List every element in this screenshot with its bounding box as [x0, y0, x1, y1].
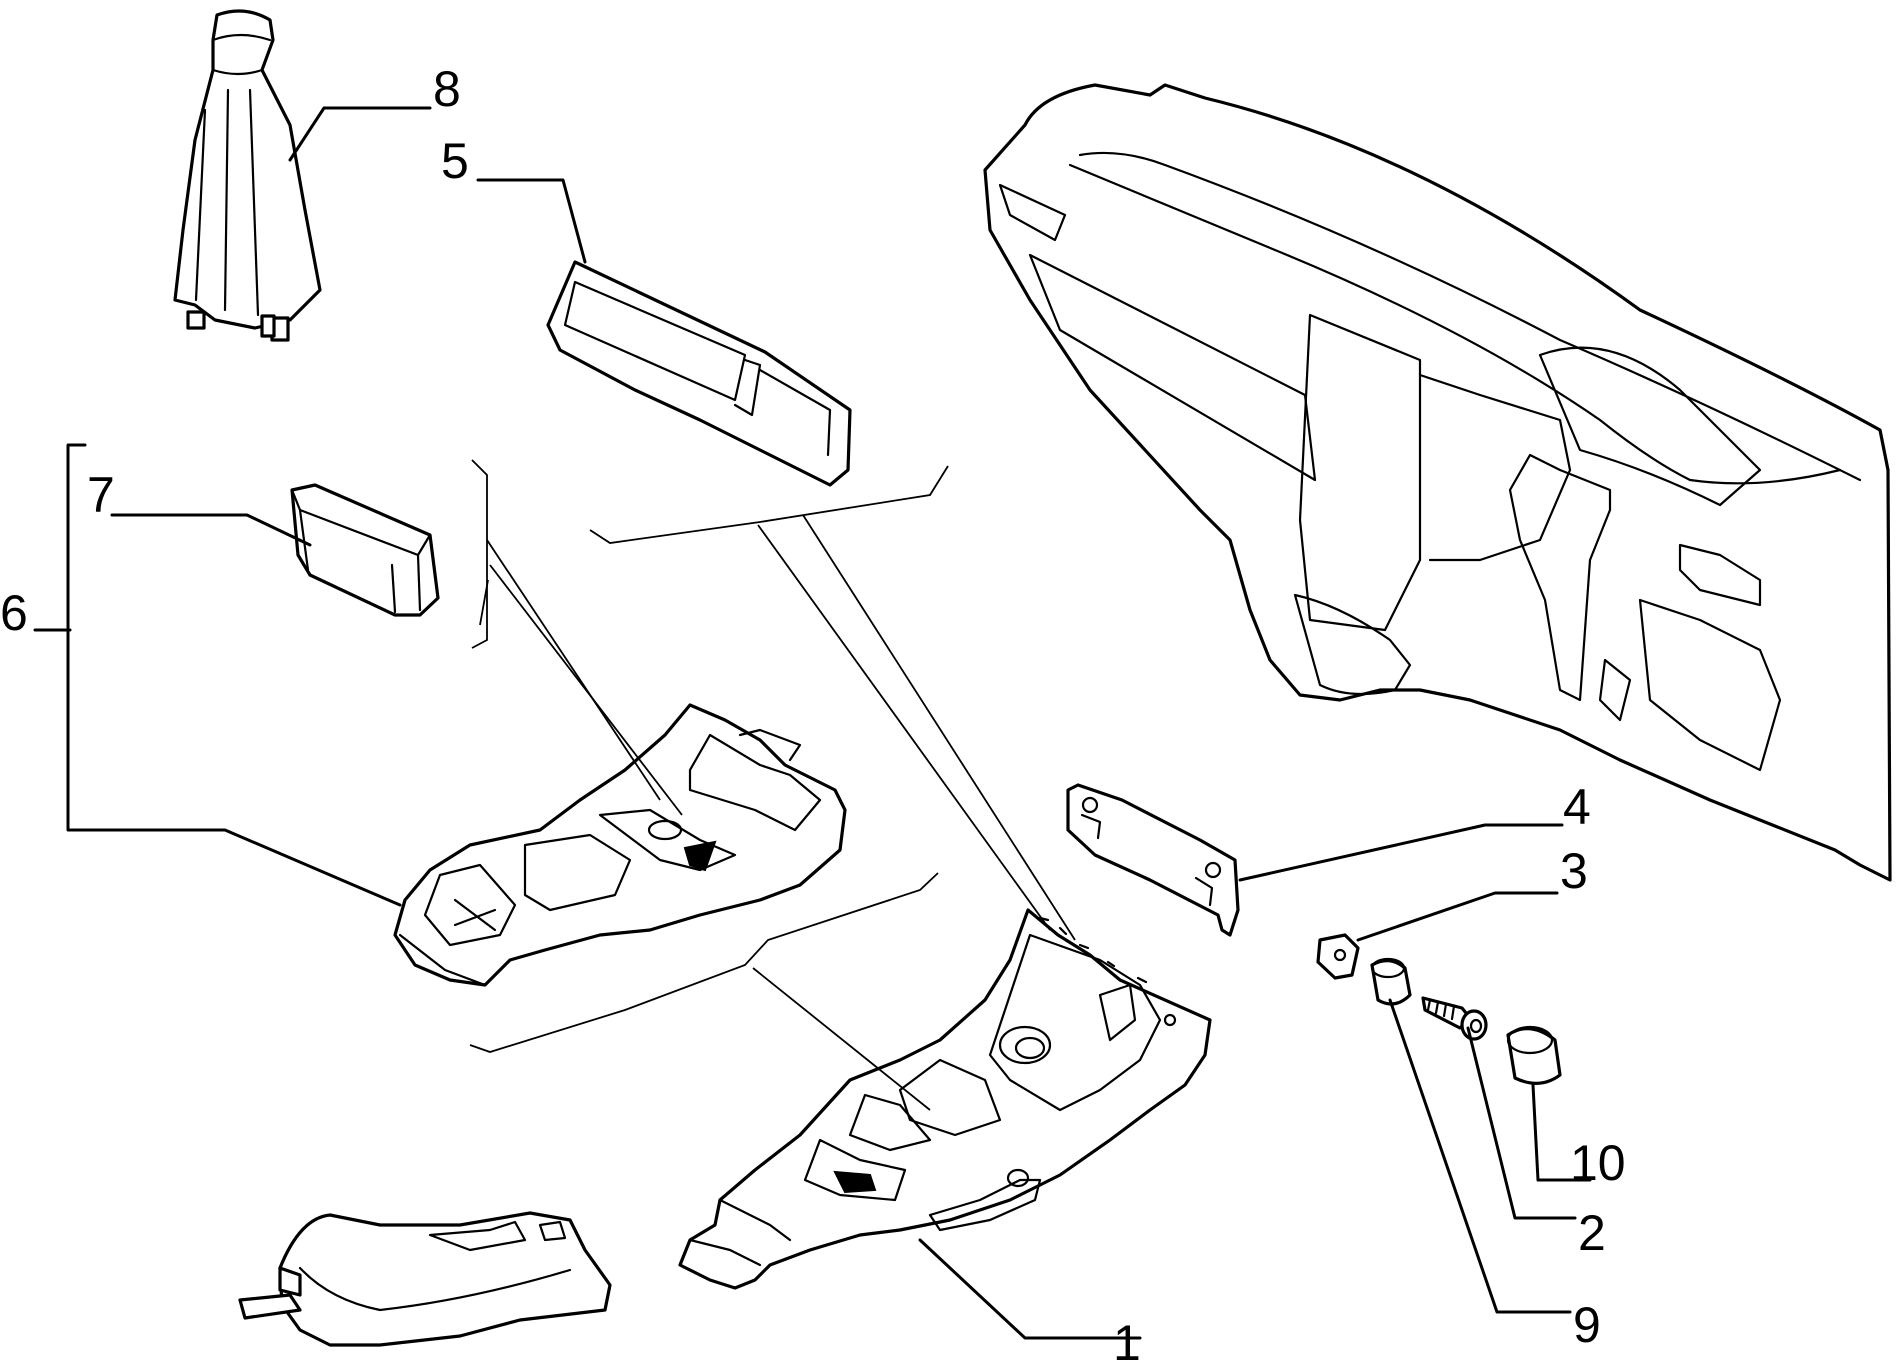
reference-lines [469, 459, 1076, 1111]
clip-part [1316, 933, 1360, 980]
gear-boot-part [173, 9, 322, 342]
leader-2 [1466, 1026, 1577, 1220]
callout-7: 7 [87, 467, 115, 523]
leader-9 [1388, 998, 1572, 1314]
leader-6b [66, 443, 402, 907]
leader-8 [288, 106, 432, 162]
bracket-part [1066, 783, 1240, 937]
rear-tunnel-cover-part [238, 1211, 612, 1347]
cap-part [1506, 1025, 1562, 1085]
leader-5 [476, 178, 587, 264]
bushing-part [1370, 957, 1412, 1006]
callout-4: 4 [1563, 779, 1591, 835]
callout-1: 1 [1113, 1315, 1141, 1366]
leader-1 [918, 1238, 1142, 1340]
leader-7 [110, 513, 312, 547]
callout-9: 9 [1573, 1297, 1601, 1353]
callout-3: 3 [1560, 843, 1588, 899]
leader-3 [1356, 891, 1559, 942]
callout-2: 2 [1578, 1205, 1606, 1261]
screw-part [1421, 996, 1488, 1041]
leader-10 [1531, 1083, 1592, 1182]
callout-10: 10 [1570, 1135, 1626, 1191]
callout-6: 6 [0, 585, 28, 641]
leader-lines [33, 106, 1592, 1340]
tunnel-console-part [678, 908, 1212, 1290]
callouts: 1 2 3 4 5 6 7 8 9 10 [0, 61, 1626, 1366]
callout-5: 5 [441, 133, 469, 189]
small-tray-part [290, 483, 440, 617]
callout-8: 8 [433, 61, 461, 117]
dashboard-outline [983, 83, 1892, 882]
console-trim-part [546, 260, 852, 487]
leader-4 [1238, 823, 1564, 882]
console-cover-part [393, 703, 847, 987]
